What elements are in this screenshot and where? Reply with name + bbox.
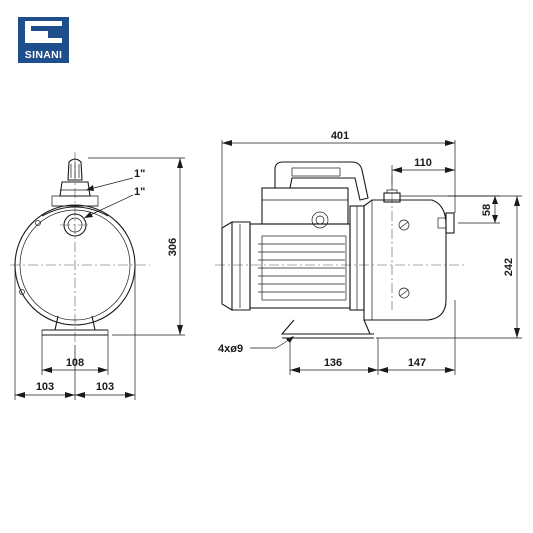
logo-text: SINANI <box>25 49 62 61</box>
centre-height-dimension: 242 <box>503 258 515 276</box>
mounting-holes-label: 4xø9 <box>218 343 243 355</box>
overall-length-dimension: 401 <box>331 130 349 142</box>
sinani-logo: SINANI <box>18 17 69 63</box>
front-view: 1" 1" 306 108 103 103 <box>10 152 185 400</box>
outlet-height-dimension: 58 <box>481 204 493 216</box>
outlet-thread-label: 1" <box>134 168 145 180</box>
side-view: 401 110 58 242 4xø9 136 <box>215 130 522 375</box>
half-width-right-dimension: 103 <box>96 381 114 393</box>
outlet-offset-dimension: 110 <box>414 157 432 169</box>
inlet-thread-label: 1" <box>134 186 145 198</box>
height-dimension: 306 <box>167 238 179 256</box>
half-width-left-dimension: 103 <box>36 381 54 393</box>
foot-to-end-dimension: 147 <box>408 357 426 369</box>
foot-spacing-dimension: 136 <box>324 357 342 369</box>
cooling-fins <box>258 243 345 293</box>
